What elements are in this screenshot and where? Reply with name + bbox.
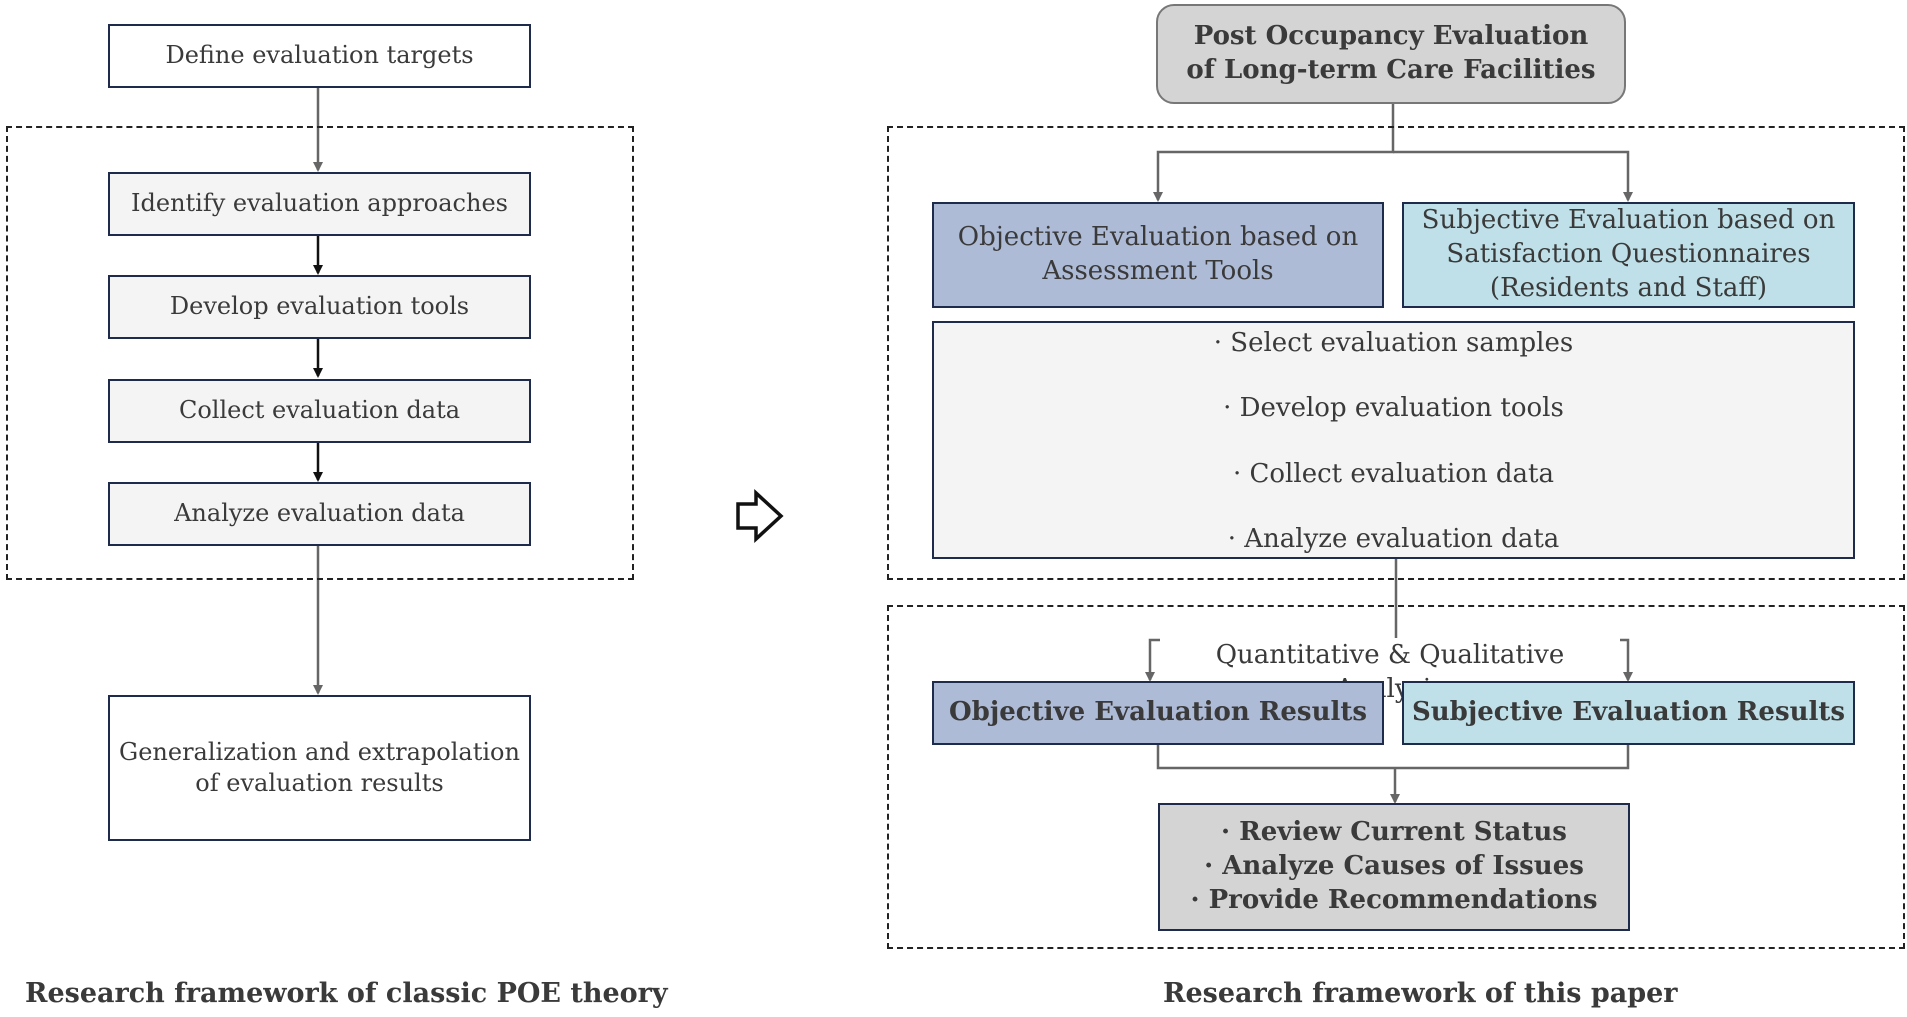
step-box-develop: Develop evaluation tools bbox=[108, 275, 531, 339]
subjective-results-box: Subjective Evaluation Results bbox=[1402, 681, 1855, 745]
objective-evaluation-box: Objective Evaluation based on Assessment… bbox=[932, 202, 1384, 308]
objective-line-2: Assessment Tools bbox=[1042, 256, 1274, 286]
step-box-collect: Collect evaluation data bbox=[108, 379, 531, 443]
outcomes-box: · Review Current Status · Analyze Causes… bbox=[1158, 803, 1630, 931]
poe-title-line-2: of Long-term Care Facilities bbox=[1186, 55, 1596, 85]
left-caption: Research framework of classic POE theory bbox=[25, 978, 668, 1009]
outcome-recommend: · Provide Recommendations bbox=[1190, 884, 1598, 915]
step-label: Analyze evaluation data bbox=[174, 499, 465, 528]
process-step-develop: · Develop evaluation tools bbox=[1223, 393, 1564, 424]
subjective-line-2: Satisfaction Questionnaires bbox=[1446, 239, 1811, 270]
objective-line-1: Objective Evaluation based on bbox=[957, 222, 1359, 253]
big-right-arrow bbox=[736, 489, 784, 543]
define-targets-label: Define evaluation targets bbox=[165, 41, 474, 70]
right-lower-dashed-frame bbox=[887, 605, 1905, 949]
step-label: Develop evaluation tools bbox=[169, 292, 470, 321]
step-box-analyze: Analyze evaluation data bbox=[108, 482, 531, 546]
step-box-identify: Identify evaluation approaches bbox=[108, 172, 531, 236]
generalization-line-1: Generalization and extrapolation bbox=[119, 737, 520, 766]
right-upper-dashed-frame bbox=[887, 126, 1905, 580]
outcome-review: · Review Current Status bbox=[1221, 817, 1567, 848]
objective-results-box: Objective Evaluation Results bbox=[932, 681, 1384, 745]
right-caption: Research framework of this paper bbox=[1163, 978, 1678, 1009]
poe-title-box: Post Occupancy Evaluation of Long-term C… bbox=[1156, 4, 1626, 104]
poe-title-line-1: Post Occupancy Evaluation bbox=[1193, 21, 1589, 52]
process-step-select: · Select evaluation samples bbox=[1213, 328, 1574, 358]
objective-results-label: Objective Evaluation Results bbox=[949, 697, 1367, 728]
process-step-collect: · Collect evaluation data bbox=[1232, 458, 1555, 489]
split-lines-top bbox=[1153, 104, 1395, 202]
generalization-line-2: of evaluation results bbox=[195, 769, 444, 797]
define-targets-box: Define evaluation targets bbox=[108, 24, 531, 88]
subjective-results-label: Subjective Evaluation Results bbox=[1411, 697, 1846, 728]
subjective-line-1: Subjective Evaluation based on bbox=[1421, 205, 1836, 236]
step-label: Identify evaluation approaches bbox=[131, 189, 508, 218]
merge-lines-results bbox=[1156, 745, 1630, 770]
left-dashed-frame bbox=[6, 126, 634, 580]
step-label: Collect evaluation data bbox=[178, 396, 461, 425]
process-step-analyze: · Analyze evaluation data bbox=[1227, 524, 1560, 555]
subjective-evaluation-box: Subjective Evaluation based on Satisfact… bbox=[1402, 202, 1855, 308]
outcome-analyze: · Analyze Causes of Issues bbox=[1204, 851, 1584, 882]
generalization-box: Generalization and extrapolation of eval… bbox=[108, 695, 531, 841]
process-box: · Select evaluation samples · Develop ev… bbox=[932, 321, 1855, 559]
subjective-line-3: (Residents and Staff) bbox=[1489, 272, 1768, 303]
